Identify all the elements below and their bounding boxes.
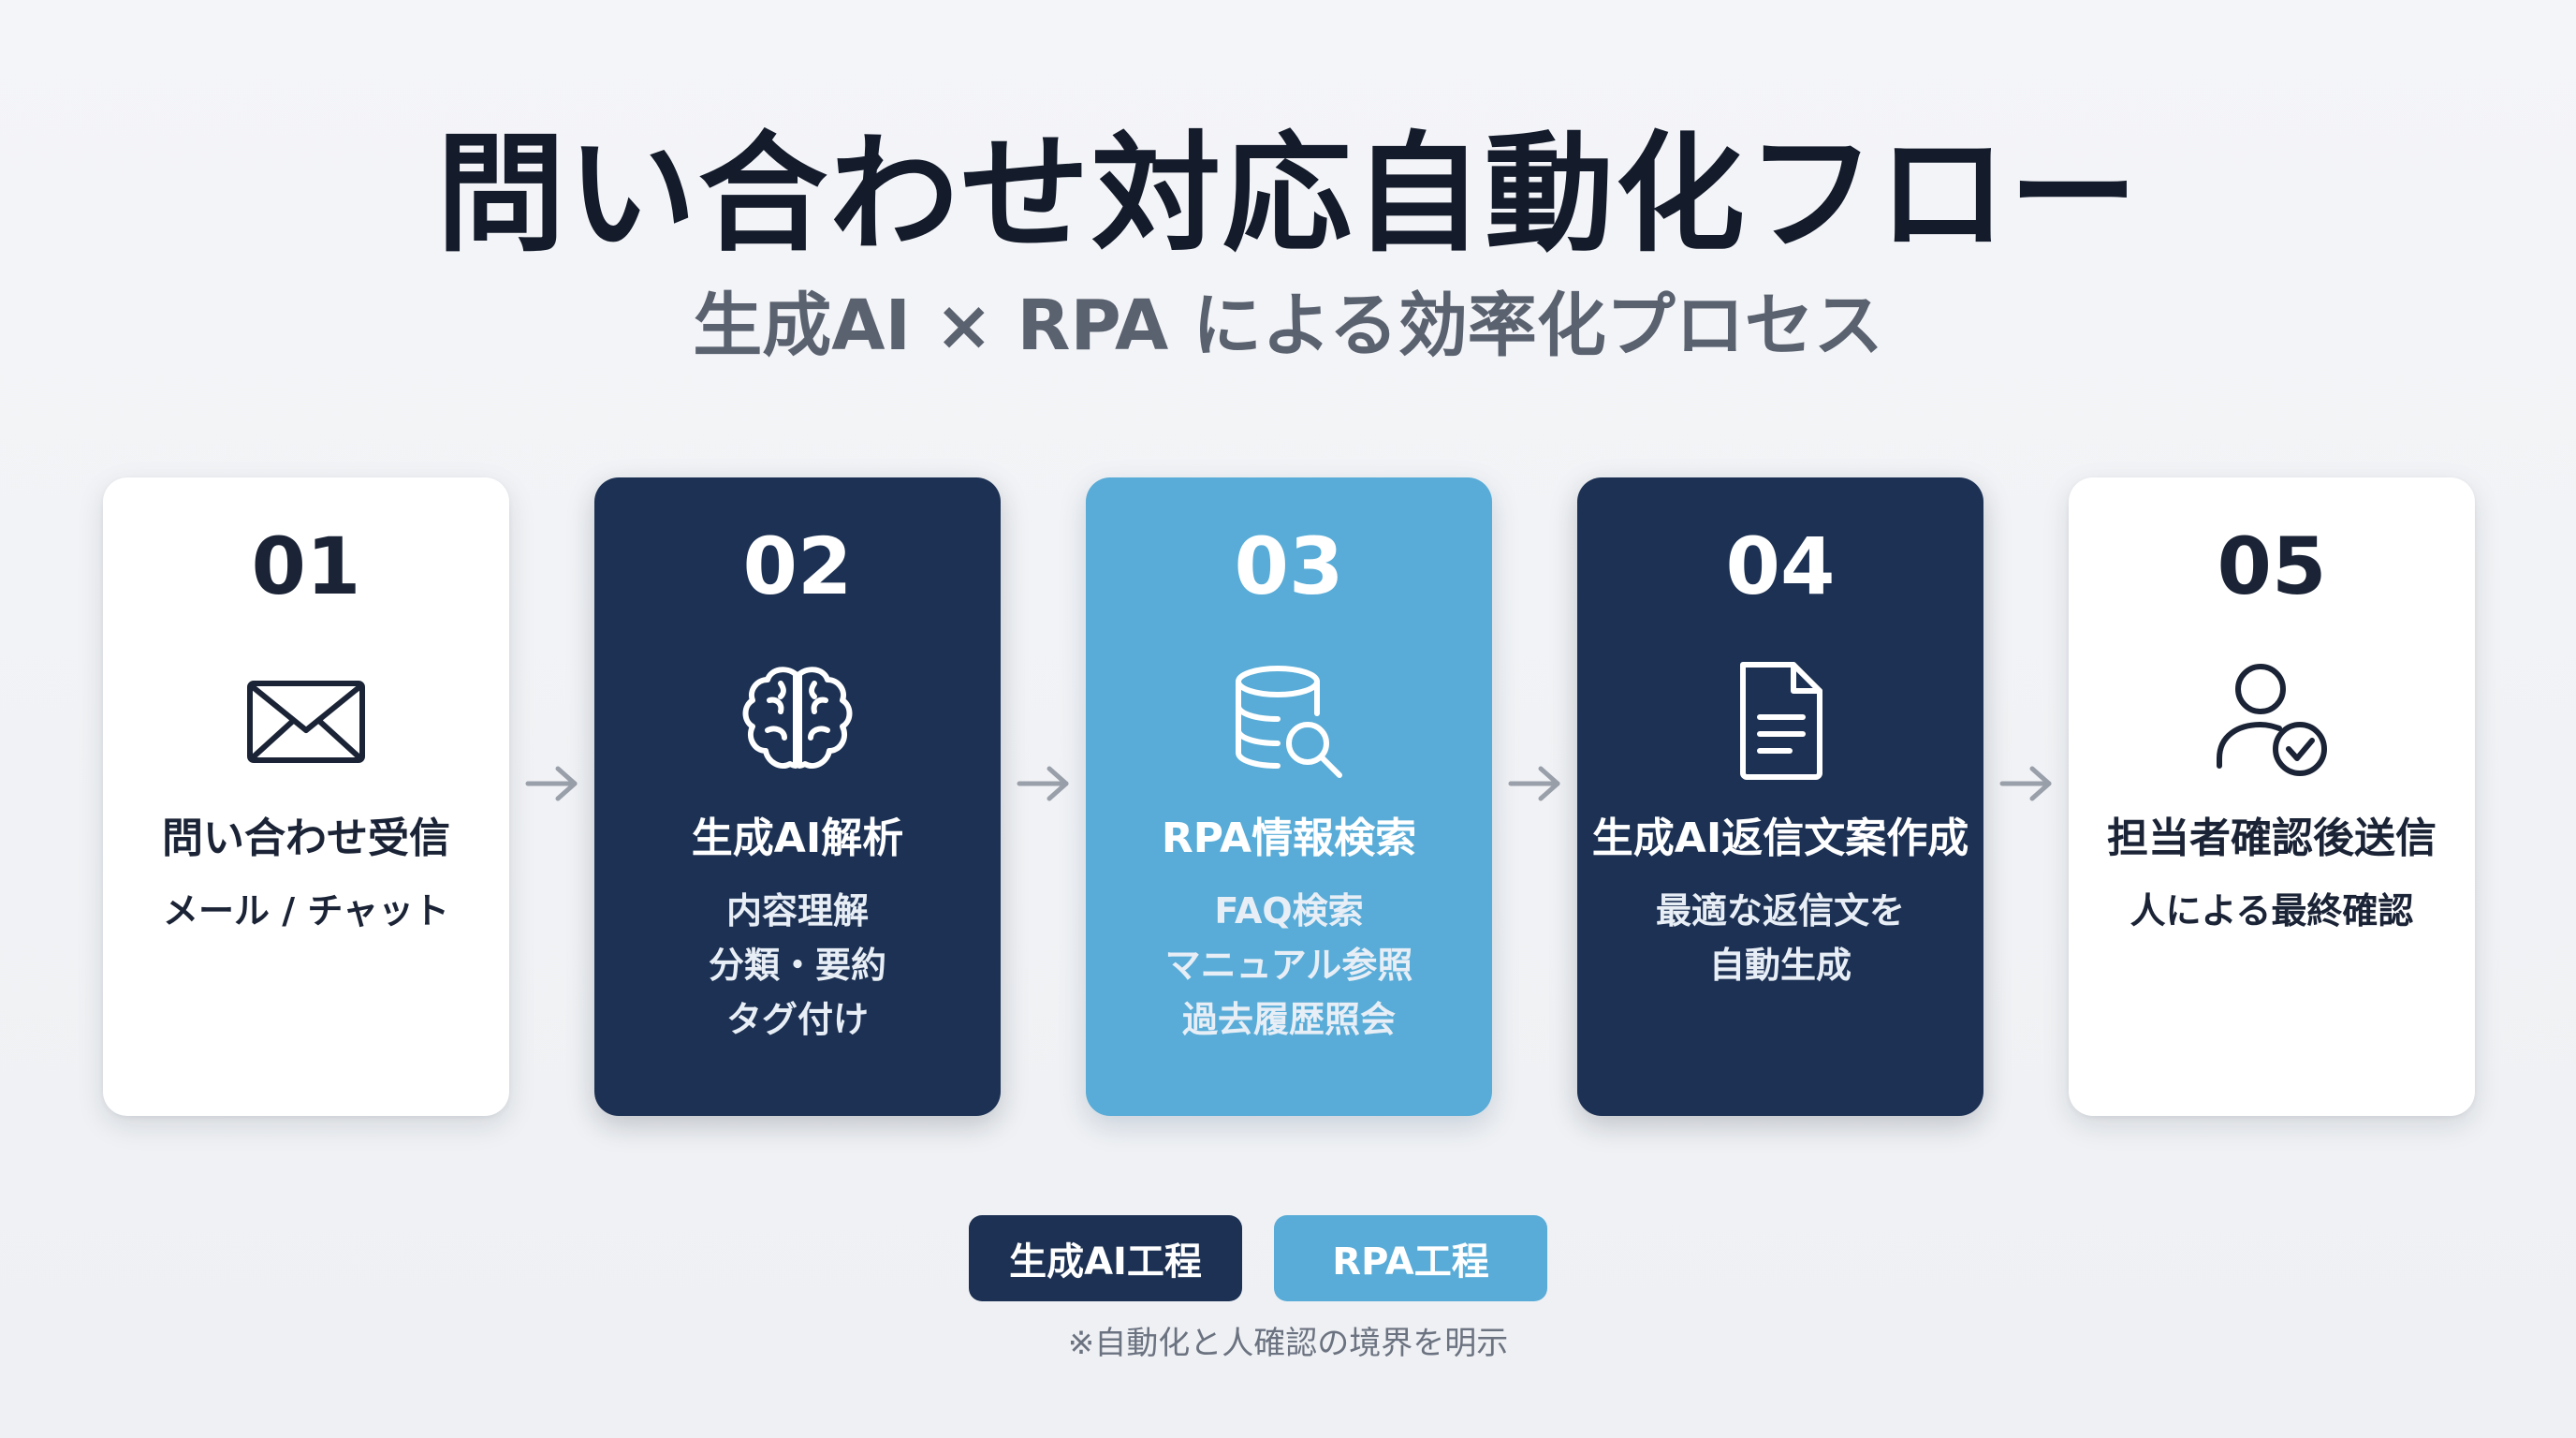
step-heading: 問い合わせ受信 — [162, 814, 450, 862]
step-description-line: 過去履歴照会 — [1181, 999, 1396, 1040]
step-number: 05 — [2217, 521, 2327, 612]
legend-ai-process: 生成AI工程 — [969, 1215, 1242, 1301]
step-description: メール / チャット — [163, 884, 449, 938]
step-number: 01 — [251, 521, 361, 612]
footnote: ※自動化と人確認の境界を明示 — [1067, 1325, 1509, 1362]
flow-arrow-icon — [1492, 477, 1577, 1116]
step-description-line: 自動生成 — [1708, 945, 1852, 986]
envelope-icon — [241, 655, 372, 786]
step-description: 人による最終確認 — [2130, 884, 2414, 938]
step-description: 最適な返信文を 自動生成 — [1656, 884, 1905, 992]
user-check-icon — [2206, 655, 2337, 786]
step-number: 04 — [1725, 521, 1836, 612]
database-search-icon — [1223, 655, 1354, 786]
step-description-line: タグ付け — [725, 999, 869, 1040]
step-heading: 担当者確認後送信 — [2107, 814, 2437, 862]
step-description-line: マニュアル参照 — [1164, 945, 1413, 986]
step-description-line: 人による最終確認 — [2130, 890, 2414, 932]
legend-rpa-process: RPA工程 — [1274, 1215, 1547, 1301]
page-subtitle: 生成AI × RPA による効率化プロセス — [693, 286, 1883, 366]
step-description-line: 内容理解 — [725, 890, 869, 932]
legend: 生成AI工程 RPA工程 — [0, 1215, 2576, 1301]
step-number: 03 — [1234, 521, 1344, 612]
step-heading: RPA情報検索 — [1161, 814, 1417, 862]
page-title: 問い合わせ対応自動化フロー — [435, 119, 2140, 270]
flow-arrow-icon — [509, 477, 594, 1116]
step-heading: 生成AI返信文案作成 — [1591, 814, 1969, 862]
step-card-05: 05 担当者確認後送信 人による最終確認 — [2069, 477, 2475, 1116]
step-card-01: 01 問い合わせ受信 メール / チャット — [103, 477, 509, 1116]
step-card-03: 03 RPA情報検索 FAQ検索 マニュアル参照 過去履歴照会 — [1086, 477, 1492, 1116]
step-card-02: 02 生成AI解析 内容理解 分類・要約 タグ付け — [594, 477, 1001, 1116]
document-icon — [1715, 655, 1846, 786]
step-number: 02 — [742, 521, 853, 612]
step-description-line: 分類・要約 — [708, 945, 886, 986]
step-description: FAQ検索 マニュアル参照 過去履歴照会 — [1165, 884, 1413, 1047]
flow-arrow-icon — [1001, 477, 1086, 1116]
step-description-line: FAQ検索 — [1214, 890, 1364, 932]
step-description: 内容理解 分類・要約 タグ付け — [709, 884, 886, 1047]
step-description-line: 最適な返信文を — [1655, 890, 1905, 932]
step-heading: 生成AI解析 — [691, 814, 904, 862]
step-description-line: メール / チャット — [163, 890, 449, 932]
flow-steps: 01 問い合わせ受信 メール / チャット 02 — [103, 477, 2475, 1116]
brain-icon — [732, 655, 863, 786]
flow-arrow-icon — [1983, 477, 2069, 1116]
step-card-04: 04 生成AI返信文案作成 最適な返信文を 自動生成 — [1577, 477, 1983, 1116]
